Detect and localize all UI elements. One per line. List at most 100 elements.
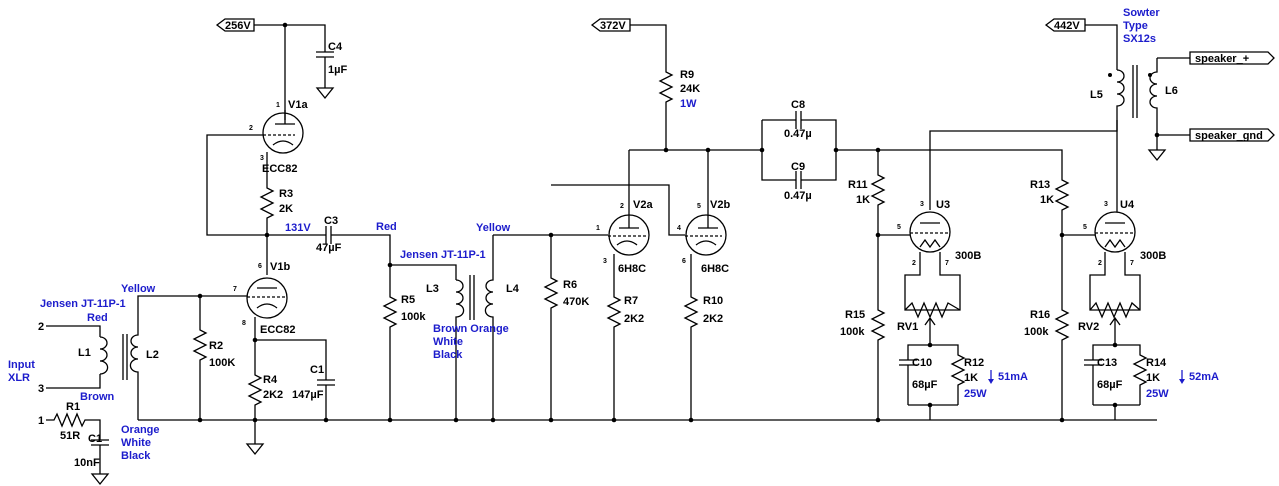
wire-brown-1: Brown xyxy=(80,391,115,403)
c4-ref: C4 xyxy=(328,41,343,53)
v1b-type: ECC82 xyxy=(260,324,295,336)
l4-label: L4 xyxy=(506,283,520,295)
tube-u3: 3 5 2 7 U3 300B xyxy=(897,199,981,311)
c1a-value: 147µF xyxy=(292,389,324,401)
r15-ref: R15 xyxy=(845,309,865,321)
c10-value: 68µF xyxy=(912,379,938,391)
capacitor-c13: C13 68µF xyxy=(1084,357,1123,405)
capacitor-c1-input: C1 10nF xyxy=(74,433,109,474)
rail-372v-flag: 372V xyxy=(590,18,631,32)
r4-value: 2K2 xyxy=(263,389,283,401)
r10-ref: R10 xyxy=(703,295,723,307)
wire-white-1: White xyxy=(121,437,151,449)
r3-ref: R3 xyxy=(279,188,293,200)
r12-power: 25W xyxy=(964,388,987,400)
speaker-plus-label: speaker_+ xyxy=(1195,53,1249,65)
r14-ref: R14 xyxy=(1146,357,1167,369)
capacitor-c4: C4 1µF xyxy=(316,41,347,88)
l2-label: L2 xyxy=(146,349,159,361)
r5-value: 100k xyxy=(401,311,426,323)
wire-white-2: White xyxy=(433,336,463,348)
ground-input xyxy=(90,473,110,486)
svg-text:3: 3 xyxy=(1104,201,1108,208)
r9-value: 24K xyxy=(680,83,700,95)
resistor-r9: R9 24K 1W xyxy=(658,65,700,150)
capacitor-c9: C9 0.47µ xyxy=(784,161,812,202)
r5-ref: R5 xyxy=(401,294,415,306)
r7-ref: R7 xyxy=(624,295,638,307)
c9-ref: C9 xyxy=(791,161,805,173)
l1-label: L1 xyxy=(78,347,91,359)
capacitor-c3: C3 47µF xyxy=(316,215,342,254)
potentiometer-rv1: RV1 xyxy=(897,301,961,345)
resistor-r14: R14 1K 25W xyxy=(1132,350,1169,405)
u4-name: U4 xyxy=(1120,199,1135,211)
r2-value: 100K xyxy=(209,357,235,369)
r16-value: 100k xyxy=(1024,326,1049,338)
capacitor-c10: C10 68µF xyxy=(899,357,938,405)
svg-text:8: 8 xyxy=(242,320,246,327)
r11-value: 1K xyxy=(856,194,870,206)
rail-256v-flag: 256V xyxy=(215,18,255,32)
node-131v: 131V xyxy=(285,222,311,234)
potentiometer-rv2: RV2 xyxy=(1078,301,1141,345)
svg-text:3: 3 xyxy=(603,258,607,265)
resistor-r3: R3 2K xyxy=(259,180,293,235)
wire-orange-1: Orange xyxy=(121,424,160,436)
c4-value: 1µF xyxy=(328,64,347,76)
v1b-name: V1b xyxy=(270,261,290,273)
jensen-label-2: Jensen JT-11P-1 xyxy=(400,249,486,261)
r4-ref: R4 xyxy=(263,374,278,386)
r12-current: 51mA xyxy=(998,371,1028,383)
jensen-label-1: Jensen JT-11P-1 xyxy=(40,298,126,310)
resistor-r6: R6 470K xyxy=(543,235,589,420)
ground-speaker xyxy=(1147,149,1167,162)
transformer-l1-l2: L1 L2 xyxy=(78,318,159,420)
rv2-ref: RV2 xyxy=(1078,321,1099,333)
r14-value: 1K xyxy=(1146,372,1160,384)
r3-value: 2K xyxy=(279,203,293,215)
ground-main xyxy=(245,443,265,456)
c3-value: 47µF xyxy=(316,242,342,254)
u4-type: 300B xyxy=(1140,250,1166,262)
v1a-type: ECC82 xyxy=(262,163,297,175)
r1-ref: R1 xyxy=(66,401,80,413)
svg-text:2: 2 xyxy=(620,203,624,210)
resistor-r1: R1 51R xyxy=(46,401,101,442)
wire-black-2: Black xyxy=(433,349,463,361)
u3-name: U3 xyxy=(936,199,950,211)
svg-text:5: 5 xyxy=(897,224,901,231)
svg-text:2: 2 xyxy=(1098,260,1102,267)
r15-value: 100k xyxy=(840,326,865,338)
svg-text:6: 6 xyxy=(682,258,686,265)
c13-value: 68µF xyxy=(1097,379,1123,391)
v2b-name: V2b xyxy=(710,199,730,211)
xlr-pin1: 1 xyxy=(38,415,44,427)
svg-text:1: 1 xyxy=(276,102,280,109)
rv1-ref: RV1 xyxy=(897,321,918,333)
tube-u4: 3 5 2 7 U4 300B xyxy=(1083,150,1166,311)
c13-ref: C13 xyxy=(1097,357,1117,369)
r16-ref: R16 xyxy=(1030,309,1050,321)
resistor-r15: R15 100k xyxy=(840,295,886,420)
r7-value: 2K2 xyxy=(624,313,644,325)
r10-value: 2K2 xyxy=(703,313,723,325)
sowter-label-1: Sowter xyxy=(1123,7,1160,19)
tube-v2a: 2 1 3 V2a 6H8C xyxy=(596,150,653,290)
c1b-ref: C1 xyxy=(88,433,102,445)
r6-ref: R6 xyxy=(563,279,577,291)
input-label: Input xyxy=(8,359,35,371)
transformer-l3-l4: L3 L4 xyxy=(426,235,520,420)
c9-value: 0.47µ xyxy=(784,190,812,202)
resistor-r5: R5 100k xyxy=(382,290,426,420)
resistor-r13: R13 1K xyxy=(1030,175,1070,295)
v2a-type: 6H8C xyxy=(618,263,646,275)
wire-yellow-1: Yellow xyxy=(121,283,156,295)
resistor-r2: R2 100K xyxy=(192,296,235,420)
v2b-type: 6H8C xyxy=(701,263,729,275)
rail-442v-label: 442V xyxy=(1054,20,1080,32)
l3-label: L3 xyxy=(426,283,439,295)
transformer-l5-l6: L5 L6 xyxy=(1090,58,1178,150)
sowter-label-3: SX12s xyxy=(1123,33,1156,45)
wire-red-2: Red xyxy=(376,221,397,233)
